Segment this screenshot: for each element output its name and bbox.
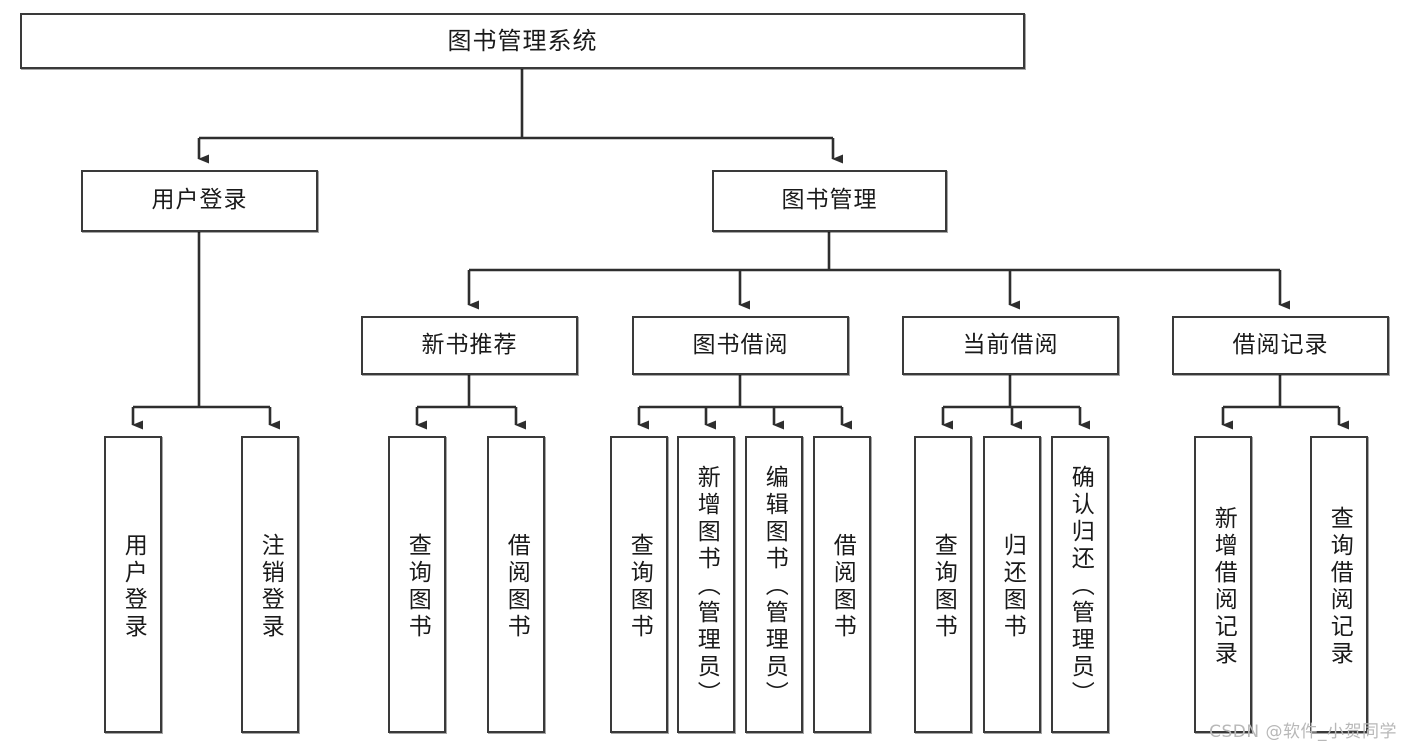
node-leaf-query-record[interactable]: 查询借阅记录 — [1310, 436, 1368, 733]
node-new-book-recommend[interactable]: 新书推荐 — [361, 316, 578, 375]
node-root[interactable]: 图书管理系统 — [20, 13, 1025, 69]
node-leaf-query-record-label: 查询借阅记录 — [1326, 505, 1353, 668]
node-leaf-query-book-2[interactable]: 查询图书 — [610, 436, 668, 733]
node-book-borrow-label: 图书借阅 — [692, 331, 789, 358]
node-leaf-borrow-book-2[interactable]: 借阅图书 — [813, 436, 871, 733]
node-leaf-add-record-label: 新增借阅记录 — [1210, 505, 1237, 668]
node-book-manage-label: 图书管理 — [781, 187, 878, 214]
node-leaf-add-record[interactable]: 新增借阅记录 — [1194, 436, 1252, 733]
node-user-login[interactable]: 用户登录 — [81, 170, 318, 232]
node-book-manage[interactable]: 图书管理 — [712, 170, 947, 232]
node-leaf-query-book-3[interactable]: 查询图书 — [914, 436, 972, 733]
node-borrow-record-label: 借阅记录 — [1232, 331, 1329, 358]
node-current-borrow[interactable]: 当前借阅 — [902, 316, 1119, 375]
node-new-book-recommend-label: 新书推荐 — [421, 331, 518, 358]
node-leaf-query-book-2-label: 查询图书 — [626, 532, 653, 641]
node-leaf-edit-book-label: 编辑图书（管理员） — [761, 465, 788, 708]
node-leaf-borrow-book-1-label: 借阅图书 — [503, 532, 530, 641]
node-leaf-borrow-book-1[interactable]: 借阅图书 — [487, 436, 545, 733]
node-leaf-user-login[interactable]: 用户登录 — [104, 436, 162, 733]
node-leaf-query-book-3-label: 查询图书 — [930, 532, 957, 641]
node-leaf-user-login-label: 用户登录 — [120, 532, 147, 641]
node-leaf-logout-login-label: 注销登录 — [257, 532, 284, 641]
node-book-borrow[interactable]: 图书借阅 — [632, 316, 849, 375]
node-root-label: 图书管理系统 — [447, 26, 598, 55]
node-leaf-confirm-return-label: 确认归还（管理员） — [1067, 465, 1094, 708]
node-leaf-logout-login[interactable]: 注销登录 — [241, 436, 299, 733]
node-leaf-edit-book[interactable]: 编辑图书（管理员） — [745, 436, 803, 733]
node-leaf-query-book-1[interactable]: 查询图书 — [388, 436, 446, 733]
node-user-login-label: 用户登录 — [151, 187, 248, 214]
node-leaf-return-book-label: 归还图书 — [999, 532, 1026, 641]
node-borrow-record[interactable]: 借阅记录 — [1172, 316, 1389, 375]
node-leaf-add-book-label: 新增图书（管理员） — [693, 465, 720, 708]
node-leaf-confirm-return[interactable]: 确认归还（管理员） — [1051, 436, 1109, 733]
node-leaf-borrow-book-2-label: 借阅图书 — [829, 532, 856, 641]
node-current-borrow-label: 当前借阅 — [962, 331, 1059, 358]
node-leaf-return-book[interactable]: 归还图书 — [983, 436, 1041, 733]
node-leaf-add-book[interactable]: 新增图书（管理员） — [677, 436, 735, 733]
node-leaf-query-book-1-label: 查询图书 — [404, 532, 431, 641]
